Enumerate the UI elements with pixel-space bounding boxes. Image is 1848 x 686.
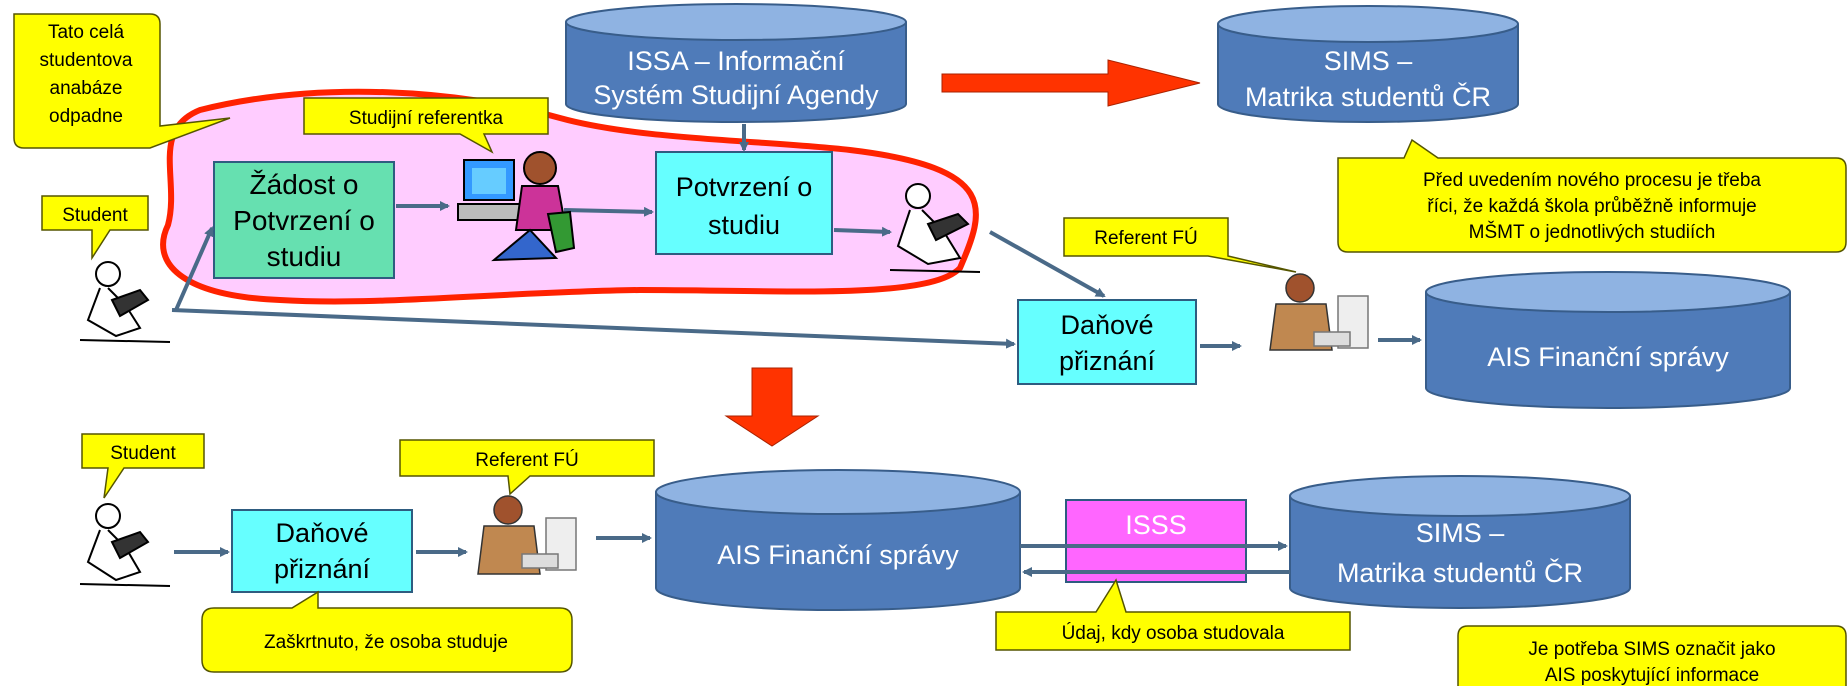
box-danove-bottom: Daňové přiznání	[231, 509, 413, 593]
box-potvrzeni-line-1: Potvrzení o	[676, 172, 813, 202]
db-ais-top: AIS Finanční správy	[1425, 271, 1791, 409]
callout-student-top: Student	[41, 195, 149, 261]
box-zadost: Žádost o Potvrzení o studiu	[213, 161, 395, 279]
box-danove-top-line-1: Daňové	[1060, 310, 1153, 340]
referent-fu-top-icon	[1269, 273, 1369, 351]
box-isss: ISSS	[1065, 499, 1247, 583]
db-sims-bottom-line-2: Matrika studentů ČR	[1337, 557, 1583, 588]
callout-zaskrtnuto: Zaškrtnuto, že osoba studuje	[201, 590, 573, 673]
callout-referent-fu-top: Referent FÚ	[1063, 217, 1297, 273]
big-arrow-right	[941, 59, 1201, 107]
callout-je-potreba-line-1: Je potřeba SIMS označit jako	[1528, 639, 1775, 660]
box-isss-label: ISSS	[1125, 510, 1187, 540]
callout-zaskrtnuto-label: Zaškrtnuto, že osoba studuje	[264, 632, 508, 653]
callout-anabaze: Tato celá studentova anabáze odpadne	[13, 13, 231, 149]
db-sims-bottom: SIMS – Matrika studentů ČR	[1289, 475, 1631, 609]
callout-je-potreba-line-2: AIS poskytující informace	[1545, 665, 1759, 686]
callout-udaj-label: Údaj, kdy osoba studovala	[1062, 622, 1285, 644]
callout-referentka-label: Studijní referentka	[349, 108, 504, 129]
box-zadost-line-2: Potvrzení o	[233, 205, 375, 236]
callout-student-top-label: Student	[62, 205, 128, 226]
callout-je-potreba: Je potřeba SIMS označit jako AIS poskytu…	[1457, 625, 1847, 686]
connectors	[171, 124, 1422, 577]
db-ais-bottom: AIS Finanční správy	[655, 469, 1021, 611]
callout-referentka: Studijní referentka	[303, 97, 549, 154]
callout-anabaze-line-2: studentova	[40, 50, 133, 71]
student-bottom-icon	[79, 503, 171, 587]
db-sims-top-line-2: Matrika studentů ČR	[1245, 81, 1491, 112]
box-danove-top: Daňové přiznání	[1017, 299, 1197, 385]
callout-student-bottom: Student	[81, 433, 205, 499]
box-potvrzeni: Potvrzení o studiu	[655, 151, 833, 255]
callout-pred-uvedenim: Před uvedením nového procesu je třeba ří…	[1337, 138, 1847, 253]
box-danove-bottom-line-2: přiznání	[274, 554, 371, 584]
callout-referent-fu-top-label: Referent FÚ	[1094, 227, 1197, 249]
callout-student-bottom-label: Student	[110, 443, 176, 464]
callout-referent-fu-bottom-label: Referent FÚ	[475, 449, 578, 471]
arrow-student-to-danove	[989, 230, 1106, 298]
arrow-potvrzeni-to-student	[833, 226, 892, 237]
db-ais-bottom-label: AIS Finanční správy	[717, 540, 959, 570]
box-zadost-line-1: Žádost o	[250, 169, 359, 200]
callout-anabaze-line-1: Tato celá	[48, 22, 124, 43]
callout-pred-uvedenim-line-2: říci, že každá škola průběžně informuje	[1427, 196, 1757, 217]
big-arrow-down	[724, 367, 820, 447]
callout-referent-fu-bottom: Referent FÚ	[399, 439, 655, 496]
student-top-icon	[79, 261, 171, 343]
callout-anabaze-line-4: odpadne	[49, 106, 123, 127]
arrow-student-to-zadost	[174, 226, 214, 311]
db-issa: ISSA – Informační Systém Studijní Agendy	[565, 3, 907, 123]
referentka-icon	[457, 151, 576, 262]
db-ais-top-label: AIS Finanční správy	[1487, 342, 1729, 372]
box-danove-bottom-line-1: Daňové	[275, 518, 368, 548]
callout-pred-uvedenim-line-3: MŠMT o jednotlivých studiích	[1469, 221, 1716, 243]
db-sims-top-line-1: SIMS –	[1324, 46, 1413, 76]
callout-udaj: Údaj, kdy osoba studovala	[995, 578, 1351, 651]
referent-fu-bottom-icon	[477, 495, 577, 575]
callout-anabaze-line-3: anabáze	[50, 78, 123, 99]
box-danove-top-line-2: přiznání	[1059, 346, 1156, 376]
db-issa-line-1: ISSA – Informační	[627, 46, 845, 76]
student-middle-icon	[889, 183, 981, 273]
callout-pred-uvedenim-line-1: Před uvedením nového procesu je třeba	[1423, 170, 1761, 191]
db-sims-top: SIMS – Matrika studentů ČR	[1217, 5, 1519, 123]
arrow-student-to-danove-direct	[171, 308, 1016, 349]
box-potvrzeni-line-2: studiu	[708, 210, 780, 240]
db-sims-bottom-line-1: SIMS –	[1416, 518, 1505, 548]
box-zadost-line-3: studiu	[267, 241, 342, 272]
db-issa-line-2: Systém Studijní Agendy	[593, 80, 879, 110]
arrow-referentka-to-potvrzeni	[563, 206, 654, 217]
